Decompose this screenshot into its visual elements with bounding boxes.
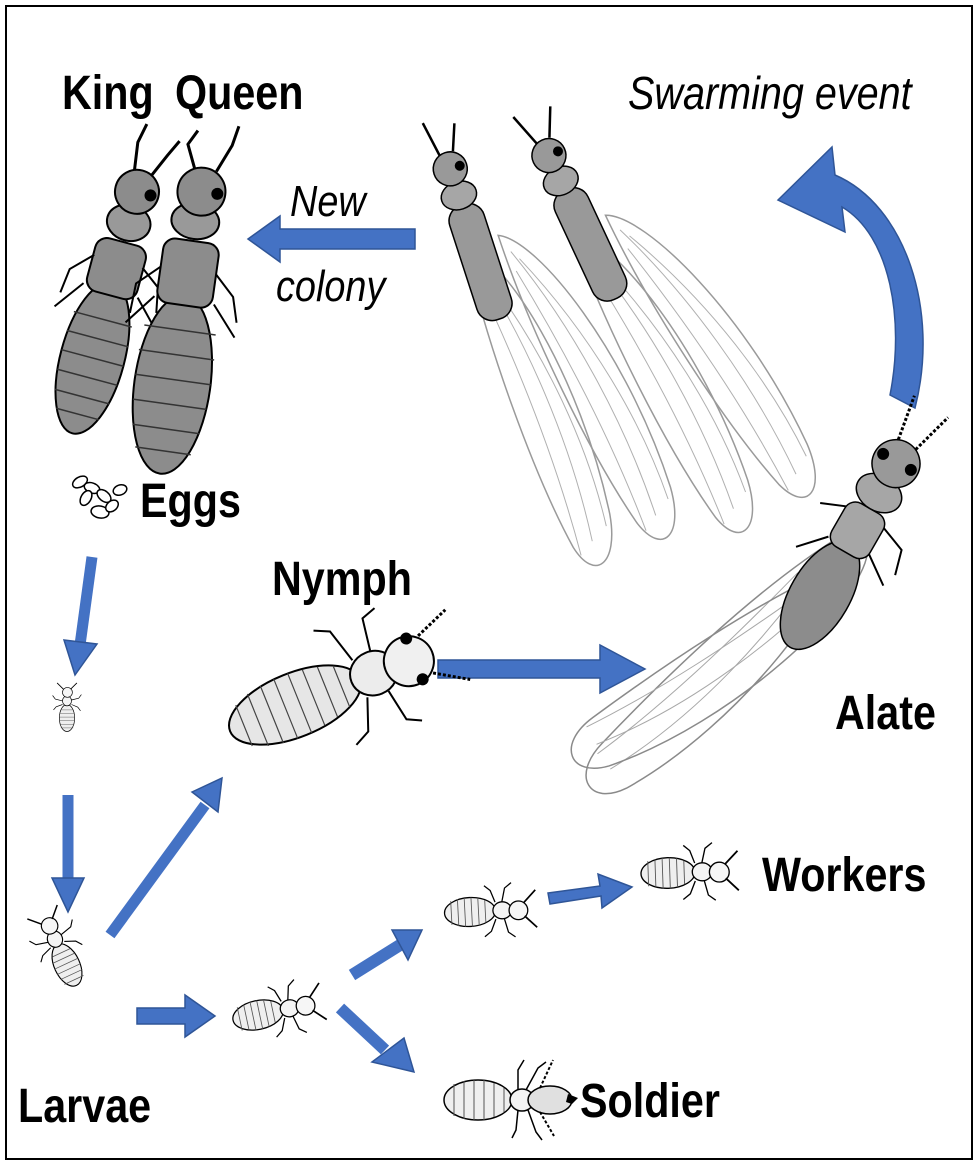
worker-icon (443, 881, 538, 940)
label-king: King (62, 70, 154, 118)
label-new: New (290, 180, 366, 224)
arrow-larvae-to-nymph (110, 778, 222, 935)
label-queen: Queen (175, 70, 303, 118)
label-nymph: Nymph (272, 556, 412, 604)
soldier-icon (444, 1060, 578, 1140)
label-swarming-event: Swarming event (628, 70, 912, 116)
arrow-nymph-to-alate (438, 645, 645, 693)
intermediate-larva-icon (227, 975, 328, 1047)
label-larvae: Larvae (18, 1083, 151, 1131)
label-colony: colony (276, 265, 385, 309)
arrow-small-larva-to-larvae (52, 795, 84, 912)
label-workers: Workers (762, 852, 926, 900)
arrow-to-workers (548, 874, 632, 908)
arrow-swarming-event (778, 147, 923, 408)
label-eggs: Eggs (140, 478, 241, 526)
tiny-larva-icon (53, 683, 82, 732)
arrow-larvae-to-pseudergate (137, 995, 215, 1037)
arrow-eggs-to-small-larva (64, 557, 97, 675)
eggs-icon (71, 474, 129, 520)
nymph-icon (207, 582, 481, 789)
swarming-alate-icon (417, 59, 837, 576)
arrow-to-soldier (340, 1008, 414, 1072)
label-alate: Alate (835, 690, 936, 738)
larva-icon (21, 902, 99, 996)
label-soldier: Soldier (580, 1078, 720, 1126)
arrow-to-worker-presoldier (352, 930, 422, 975)
worker-icon-2 (640, 842, 739, 903)
